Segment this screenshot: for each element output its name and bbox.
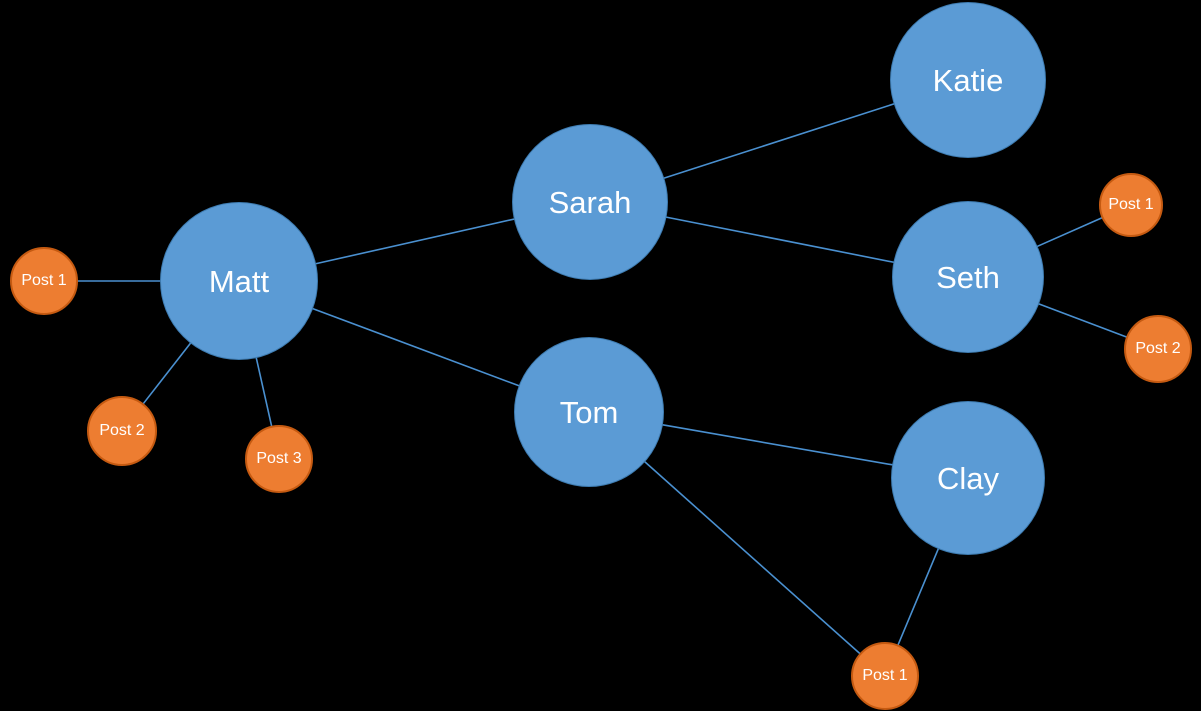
graph-node-label: Seth — [936, 259, 1000, 295]
graph-edge-matt-to-sarah — [314, 218, 516, 265]
graph-edge-sarah-to-seth — [665, 216, 895, 264]
graph-node-matt[interactable]: Matt — [160, 202, 318, 360]
graph-node-label: Post 3 — [256, 450, 302, 467]
graph-node-label: Matt — [208, 263, 270, 299]
graph-node-katie[interactable]: Katie — [890, 2, 1046, 158]
graph-node-label: Tom — [559, 394, 619, 430]
graph-node-label: Post 1 — [1108, 196, 1154, 213]
graph-edge-matt-to-tom — [311, 307, 520, 387]
graph-node-clay[interactable]: Clay — [891, 401, 1045, 555]
graph-node-label: Katie — [932, 62, 1004, 98]
graph-node-label: Post 2 — [1135, 340, 1181, 357]
graph-node-matt_post2[interactable]: Post 2 — [87, 396, 157, 466]
graph-node-seth_post2[interactable]: Post 2 — [1124, 315, 1192, 383]
graph-edge-clay-to-shared_post1 — [897, 547, 940, 646]
graph-node-sarah[interactable]: Sarah — [512, 124, 668, 280]
graph-node-label: Clay — [936, 460, 999, 496]
graph-node-label: Post 1 — [862, 667, 908, 684]
graph-node-shared_post1[interactable]: Post 1 — [851, 642, 919, 710]
graph-edge-seth-to-seth_post2 — [1037, 302, 1128, 339]
graph-node-seth_post1[interactable]: Post 1 — [1099, 173, 1163, 237]
graph-node-label: Post 2 — [99, 422, 145, 439]
graph-node-tom[interactable]: Tom — [514, 337, 664, 487]
graph-node-matt_post1[interactable]: Post 1 — [10, 247, 78, 315]
graph-edge-matt_post2-to-matt — [142, 342, 192, 405]
graph-node-seth[interactable]: Seth — [892, 201, 1044, 353]
graph-edge-tom-to-shared_post1 — [643, 460, 861, 655]
graph-edge-matt_post3-to-matt — [255, 356, 273, 427]
graph-edge-sarah-to-katie — [663, 102, 895, 180]
graph-node-label: Sarah — [548, 184, 632, 220]
graph-node-label: Post 1 — [21, 272, 67, 289]
graph-edge-seth-to-seth_post1 — [1036, 216, 1103, 248]
graph-edge-tom-to-clay — [661, 423, 894, 466]
graph-node-matt_post3[interactable]: Post 3 — [245, 425, 313, 493]
